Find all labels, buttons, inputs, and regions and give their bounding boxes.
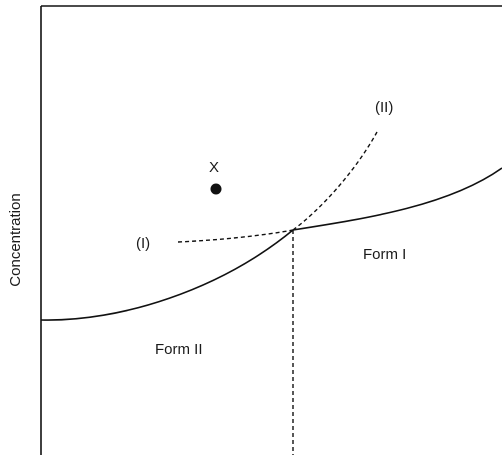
region-form-i-label: Form I xyxy=(363,246,406,263)
region-form-ii-label: Form II xyxy=(155,341,203,358)
curve-i-dashed-extension xyxy=(177,229,294,243)
form-i-solubility-curve xyxy=(292,167,502,231)
curve-ii-dashed-extension xyxy=(292,131,378,231)
curve-ii-label: (II) xyxy=(375,99,393,116)
point-x-marker xyxy=(210,183,222,195)
form-ii-solubility-curve xyxy=(40,229,294,321)
curve-i-label: (I) xyxy=(136,235,150,252)
point-x-label: X xyxy=(209,159,219,176)
y-axis-label: Concentration xyxy=(7,193,24,286)
